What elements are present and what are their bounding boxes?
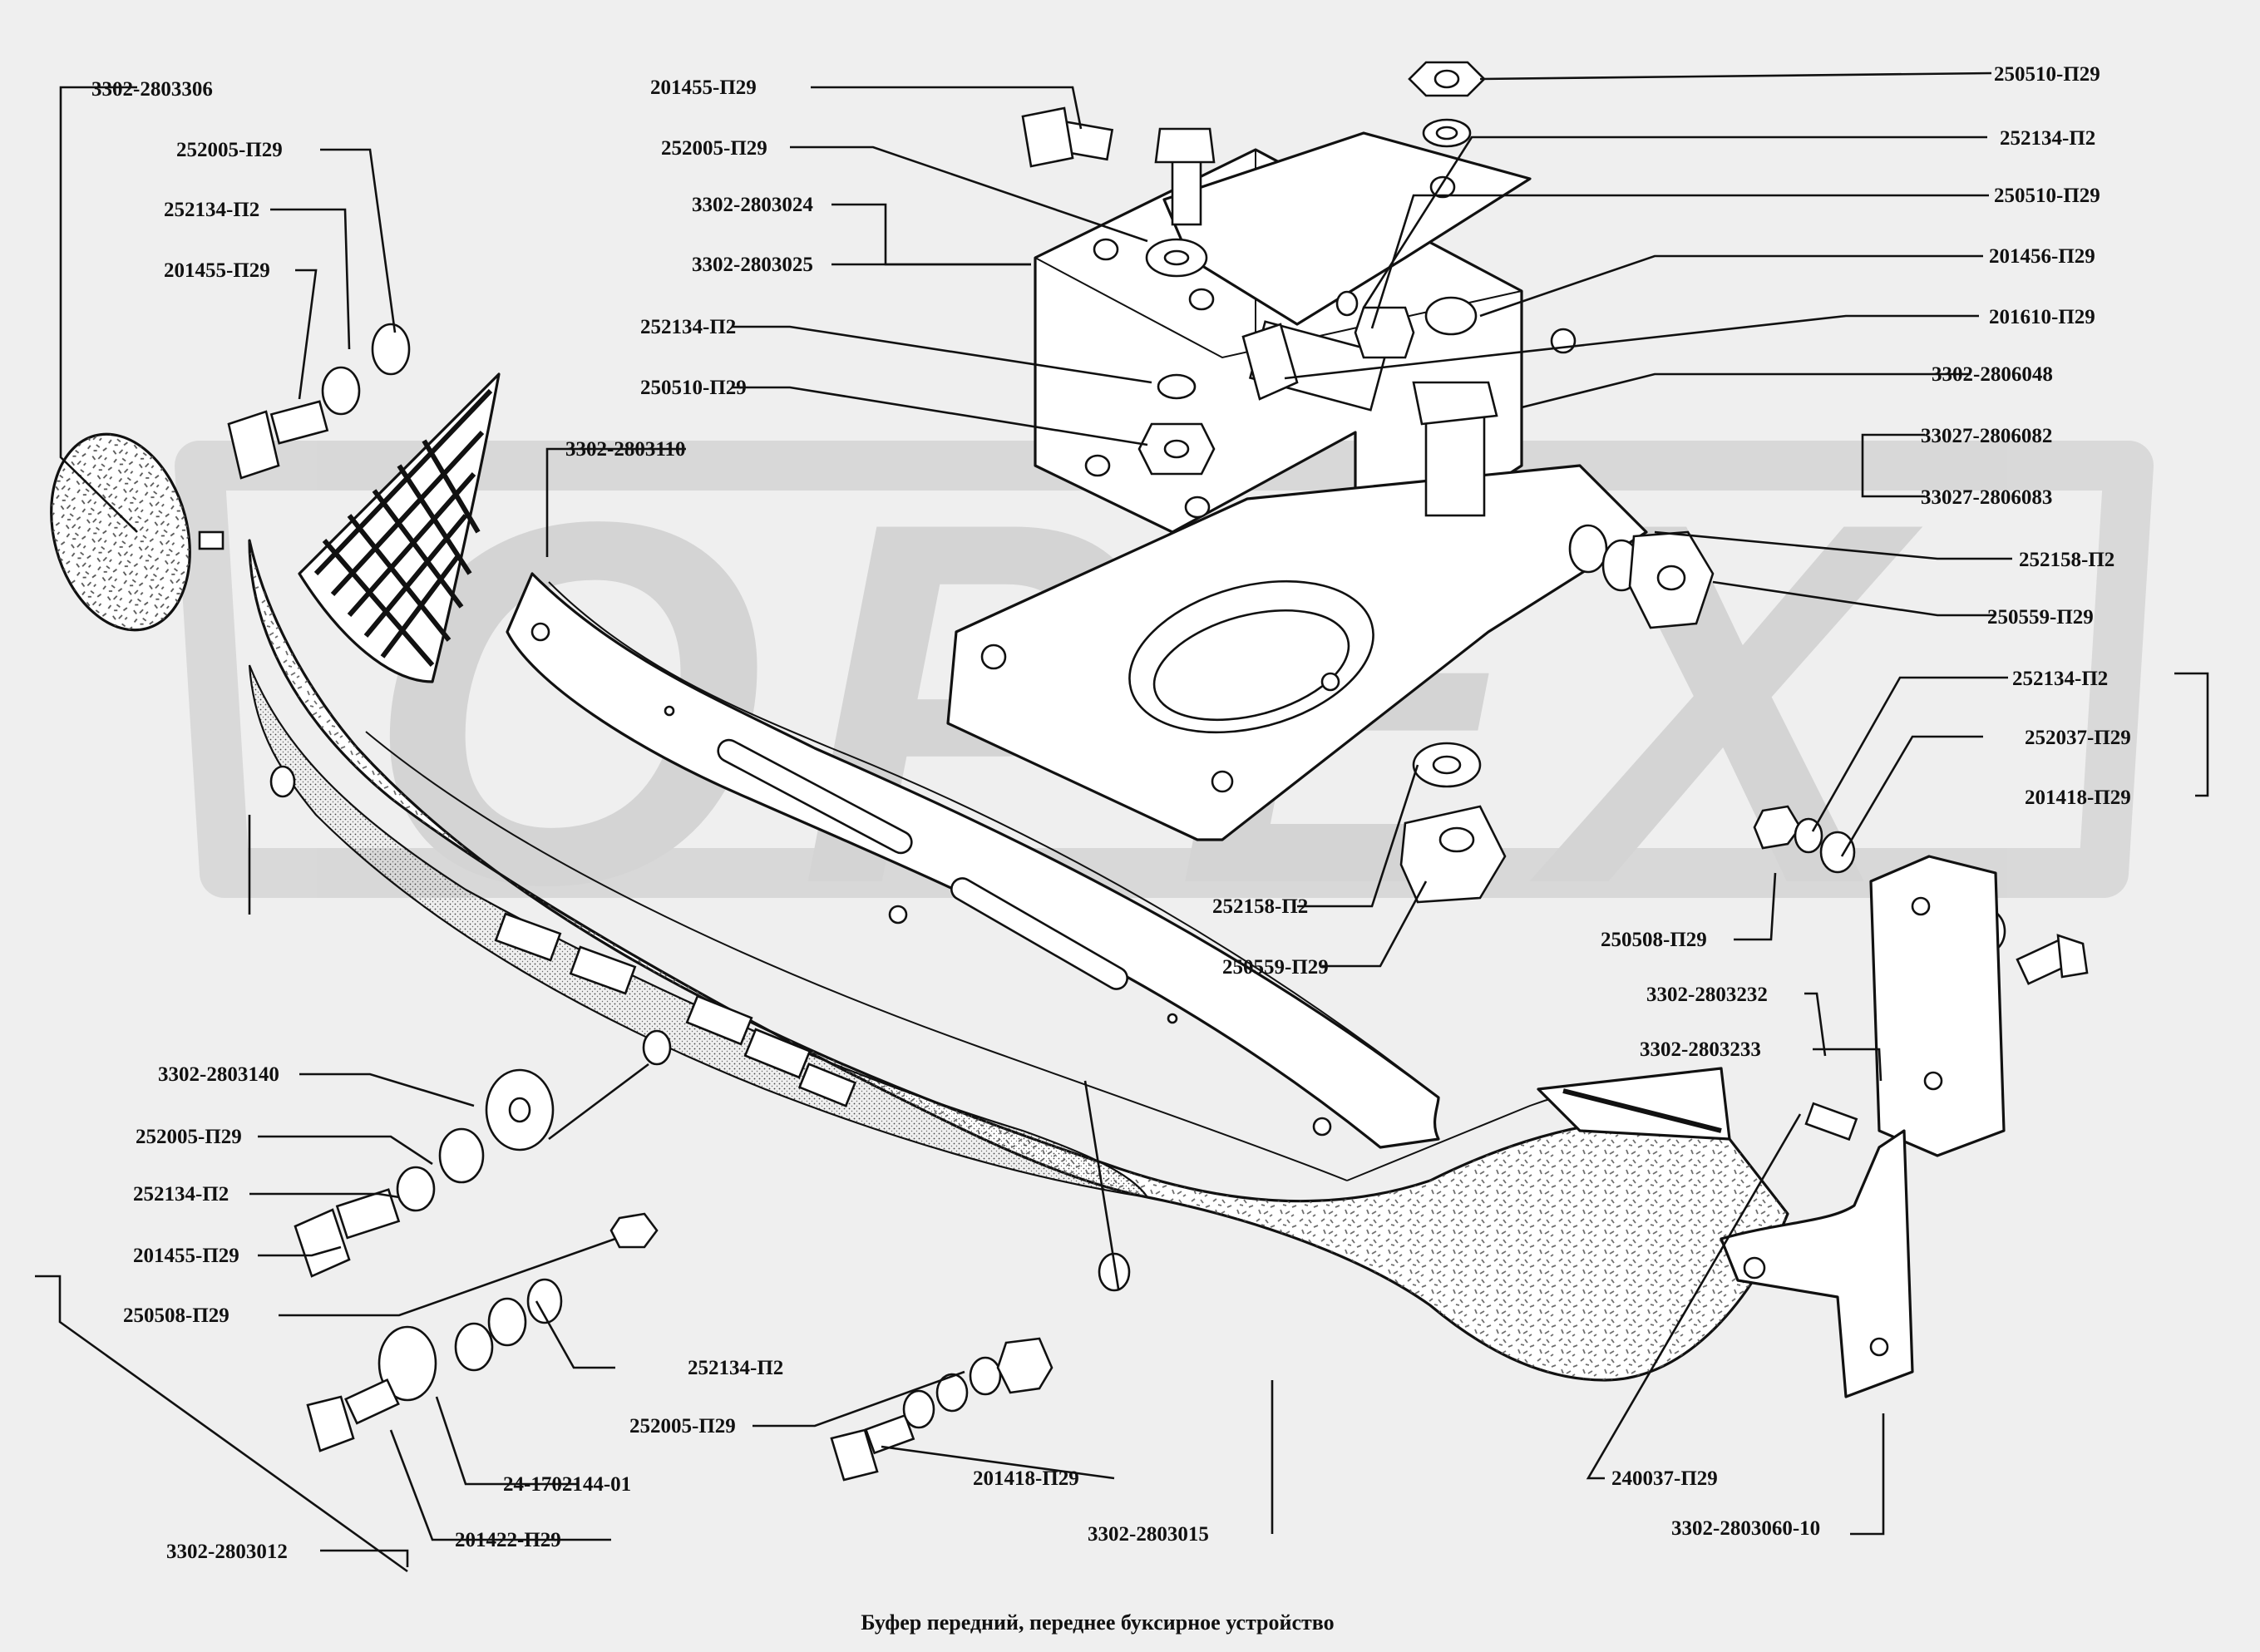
label-24-1702144-01: 24-1702144-01 [503, 1473, 631, 1496]
label-240037-p29: 240037-П29 [1611, 1467, 1718, 1490]
label-3302-2803110: 3302-2803110 [565, 438, 685, 461]
label-201455-p29-top: 201455-П29 [650, 76, 757, 99]
label-252158-p2-c: 252158-П2 [1212, 895, 1308, 918]
grille-mesh [313, 388, 493, 667]
label-3302-2803025: 3302-2803025 [692, 254, 813, 276]
label-252005-p29-l: 252005-П29 [136, 1126, 242, 1148]
label-252005-p29-b: 252005-П29 [629, 1415, 736, 1437]
label-33027-2806082: 33027-2806082 [1921, 425, 2052, 447]
diagram-caption: Буфер передний, переднее буксирное устро… [861, 1610, 1334, 1635]
label-201455-p29-l: 201455-П29 [133, 1245, 239, 1267]
label-250508-p29-r: 250508-П29 [1601, 929, 1707, 951]
label-250510-p29-r1: 250510-П29 [1994, 63, 2100, 86]
part-labels: 3302-2803306 252005-П29 252134-П2 201455… [91, 63, 2131, 1563]
label-3302-2803233: 3302-2803233 [1640, 1038, 1761, 1061]
label-3302-2803060-10: 3302-2803060-10 [1671, 1517, 1820, 1540]
label-252037-p29: 252037-П29 [2025, 727, 2131, 749]
label-250510-p29-mid: 250510-П29 [640, 377, 747, 399]
leader-lines [35, 72, 2209, 1573]
label-252134-p2: 252134-П2 [164, 199, 259, 221]
label-201456-p29: 201456-П29 [1989, 245, 2095, 268]
label-252134-p2-r2: 252134-П2 [2012, 668, 2108, 690]
bumper-assembly [248, 539, 1789, 1382]
label-3302-2803015: 3302-2803015 [1088, 1523, 1209, 1546]
label-3302-2803140: 3302-2803140 [158, 1063, 279, 1086]
fasteners [227, 61, 2089, 1482]
label-201455-p29: 201455-П29 [164, 259, 270, 282]
label-250510-p29-r2: 250510-П29 [1994, 185, 2100, 207]
label-252134-p2-b: 252134-П2 [688, 1357, 783, 1379]
bumper-grille [494, 912, 857, 1107]
label-252134-p2-mid: 252134-П2 [640, 316, 736, 338]
label-252134-p2-r1: 252134-П2 [2000, 127, 2095, 150]
left-side-grille [298, 372, 501, 683]
label-3302-2803232: 3302-2803232 [1646, 984, 1768, 1006]
label-252005-p29-top: 252005-П29 [661, 137, 767, 160]
label-252005-p29: 252005-П29 [176, 139, 283, 161]
bumper-lower-skirt [248, 664, 1150, 1199]
bumper-hole-center [642, 1029, 672, 1066]
bumper-texture [249, 540, 1788, 1380]
end-cap-seal [1562, 1088, 1722, 1133]
label-201610-p29: 201610-П29 [1989, 306, 2095, 328]
label-3302-2803024: 3302-2803024 [692, 194, 813, 216]
label-201422-p29: 201422-П29 [455, 1529, 561, 1551]
bumper-hole-right [1098, 1252, 1131, 1292]
label-201418-p29-b: 201418-П29 [973, 1467, 1079, 1490]
bumper-hole-left [269, 765, 296, 798]
label-33027-2806083: 33027-2806083 [1921, 486, 2052, 509]
label-3302-2803012: 3302-2803012 [166, 1541, 288, 1563]
label-250508-p29-l: 250508-П29 [123, 1304, 229, 1327]
label-250559-p29-r: 250559-П29 [1987, 606, 2094, 629]
label-3302-2803306: 3302-2803306 [91, 78, 213, 101]
label-3302-2806048: 3302-2806048 [1932, 363, 2053, 386]
label-252134-p2-l: 252134-П2 [133, 1183, 229, 1206]
label-201418-p29-r: 201418-П29 [2025, 787, 2131, 809]
bumper-end-cap [1537, 1067, 1731, 1141]
label-252158-p2-r: 252158-П2 [2019, 549, 2114, 571]
bumper-reinforcement-bar [506, 572, 1440, 1149]
label-250559-p29-c: 250559-П29 [1222, 956, 1329, 979]
right-mount-brackets [1720, 855, 2006, 1398]
